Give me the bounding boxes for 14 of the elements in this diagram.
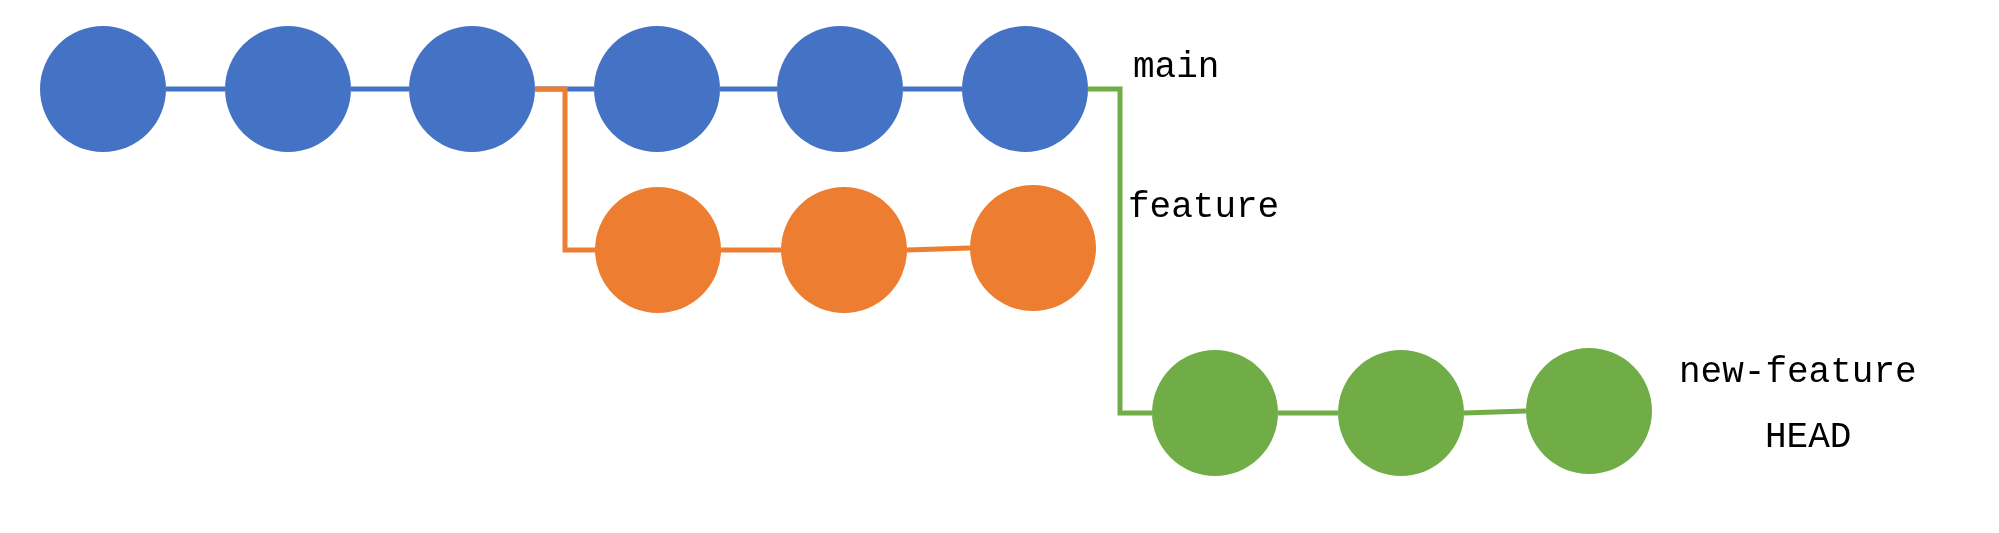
connector-line <box>351 86 409 92</box>
branch-label: main <box>1133 50 1220 86</box>
connector-line <box>721 247 781 253</box>
connector-line <box>535 86 595 253</box>
connector-line <box>166 86 225 92</box>
connector-line <box>1278 410 1338 416</box>
connector-line <box>1463 408 1527 416</box>
branch-label: new-feature <box>1679 355 1917 391</box>
branch-label: HEAD <box>1765 420 1852 456</box>
connector-line <box>1088 86 1152 416</box>
branch-label: feature <box>1128 190 1280 226</box>
connector-line <box>720 86 777 92</box>
connector-line <box>903 86 962 92</box>
connector-line <box>906 245 971 253</box>
